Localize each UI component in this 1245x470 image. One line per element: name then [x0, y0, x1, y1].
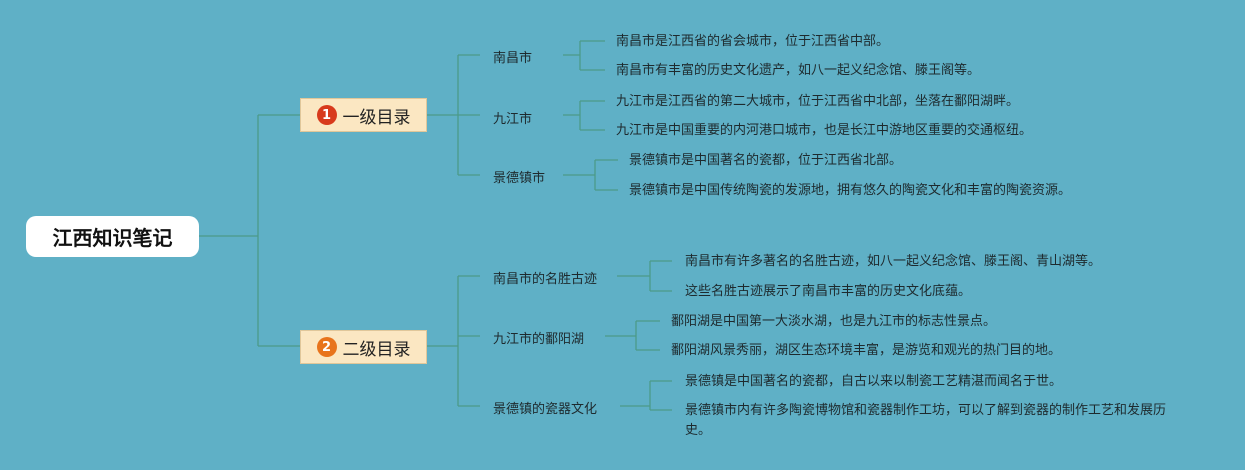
- leaf-porcelain-culture-2: 景德镇市内有许多陶瓷博物馆和瓷器制作工坊，可以了解到瓷器的制作工艺和发展历史。: [685, 403, 1167, 438]
- number-badge-1: 1: [316, 105, 337, 125]
- topic-nanchang-sights[interactable]: 南昌市的名胜古迹: [493, 272, 598, 287]
- leaf-nanchang-2: 南昌市有丰富的历史文化遗产，如八一起义纪念馆、滕王阁等。: [616, 63, 981, 78]
- topic-jiujiang[interactable]: 九江市: [493, 112, 533, 127]
- topic-jingdezhen[interactable]: 景德镇市: [493, 171, 546, 186]
- leaf-nanchang-sights-2: 这些名胜古迹展示了南昌市丰富的历史文化底蕴。: [685, 284, 972, 299]
- leaf-poyang-lake-1: 鄱阳湖是中国第一大淡水湖，也是九江市的标志性景点。: [671, 314, 997, 329]
- number-badge-2: 2: [316, 337, 337, 357]
- leaf-jiujiang-2: 九江市是中国重要的内河港口城市，也是长江中游地区重要的交通枢纽。: [616, 123, 1033, 138]
- branch-node-1[interactable]: 1 一级目录: [300, 98, 427, 132]
- root-label: 江西知识笔记: [52, 226, 173, 250]
- leaf-porcelain-culture-1: 景德镇是中国著名的瓷都，自古以来以制瓷工艺精湛而闻名于世。: [685, 374, 1063, 389]
- leaf-jiujiang-1: 九江市是江西省的第二大城市，位于江西省中北部，坐落在鄱阳湖畔。: [616, 94, 1020, 109]
- branch-label-2: 二级目录: [342, 339, 411, 360]
- leaf-nanchang-sights-1: 南昌市有许多著名的名胜古迹，如八一起义纪念馆、滕王阁、青山湖等。: [685, 254, 1102, 269]
- leaf-jingdezhen-2: 景德镇市是中国传统陶瓷的发源地，拥有悠久的陶瓷文化和丰富的陶瓷资源。: [629, 183, 1072, 198]
- topic-porcelain-culture[interactable]: 景德镇的瓷器文化: [493, 402, 598, 417]
- topic-nanchang[interactable]: 南昌市: [493, 51, 533, 66]
- branch-label-1: 一级目录: [342, 107, 411, 128]
- leaf-nanchang-1: 南昌市是江西省的省会城市，位于江西省中部。: [616, 34, 890, 49]
- topic-poyang-lake[interactable]: 九江市的鄱阳湖: [493, 332, 585, 347]
- root-node[interactable]: 江西知识笔记: [26, 216, 199, 257]
- leaf-poyang-lake-2: 鄱阳湖风景秀丽，湖区生态环境丰富，是游览和观光的热门目的地。: [671, 343, 1062, 358]
- leaf-jingdezhen-1: 景德镇市是中国著名的瓷都，位于江西省北部。: [629, 153, 903, 168]
- branch-node-2[interactable]: 2 二级目录: [300, 330, 427, 364]
